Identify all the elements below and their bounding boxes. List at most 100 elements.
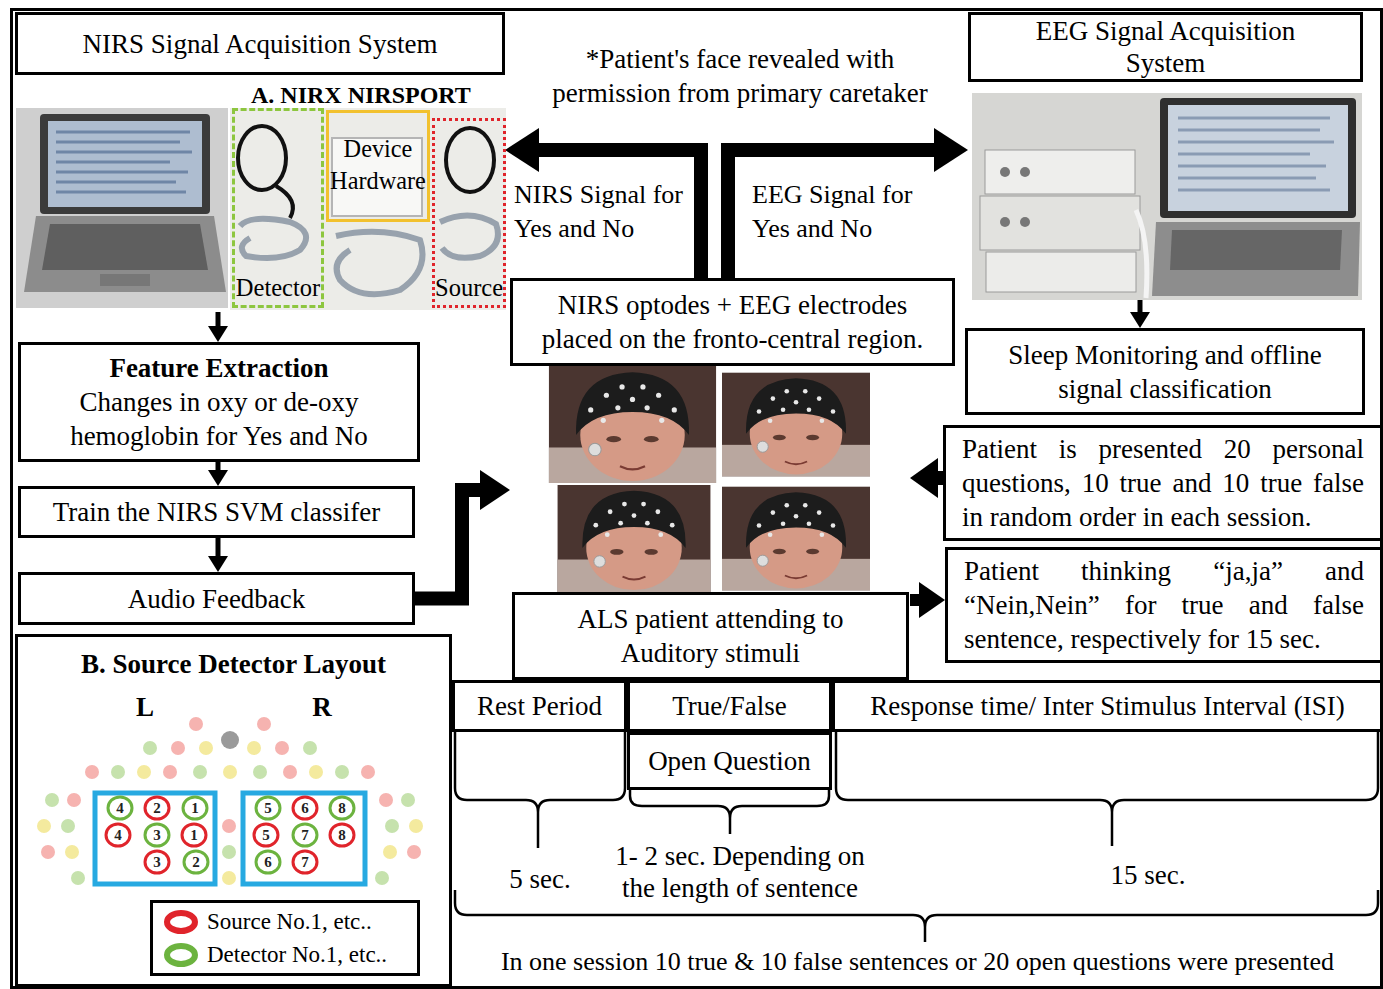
eeg-photo-part — [1152, 222, 1360, 296]
process-box: Audio Feedback — [18, 572, 415, 625]
scalp-positions-part — [37, 819, 51, 833]
edge-label: NIRS Signal for Yes and No — [514, 178, 686, 246]
channel-number: 8 — [331, 798, 353, 818]
box-text: Open Question — [636, 744, 823, 778]
process-box: ALS patient attending to Auditory stimul… — [512, 592, 909, 680]
channel-number: 8 — [331, 798, 353, 818]
channel-number: 5 — [255, 825, 277, 845]
process-box: NIRS optodes + EEG electrodes placed on … — [510, 278, 955, 366]
session-note: In one session 10 true & 10 false senten… — [455, 946, 1380, 978]
channel-frames-part — [243, 793, 365, 884]
permission-note: *Patient's face revealed with permission… — [530, 42, 950, 110]
timeline-braces-part — [630, 790, 829, 834]
node-text: Device Hardware — [329, 133, 427, 197]
scalp-positions-part — [335, 765, 349, 779]
device-photo-part — [238, 126, 286, 190]
device-photo-part — [446, 128, 494, 192]
optode-rings-part — [106, 824, 130, 846]
legend-ring — [167, 913, 195, 931]
scalp-positions-part — [375, 871, 389, 885]
duration-label: 1- 2 sec. Depending on the length of sen… — [605, 840, 875, 904]
device-photo — [230, 108, 506, 310]
arrow-head — [1130, 312, 1150, 328]
legend-text: Source No.1, etc.. — [207, 908, 372, 936]
eeg-photo-part — [1160, 98, 1356, 218]
arrow-head — [910, 458, 938, 498]
box-text: Rest Period — [461, 689, 618, 723]
panel-title: B. Source Detector Layout — [18, 647, 449, 681]
timeline-braces-part — [455, 732, 625, 848]
legend-text: Detector No.1, etc.. — [207, 941, 387, 969]
arrow-head — [505, 128, 539, 172]
patient-photos-part — [722, 487, 870, 591]
optode-rings-part — [145, 824, 169, 846]
scalp-positions-part — [171, 741, 185, 755]
channel-number: 6 — [257, 852, 279, 872]
channel-number: 7 — [294, 852, 316, 872]
detector-box: Detector — [232, 108, 324, 308]
eeg-photo-part — [1136, 210, 1147, 298]
scalp-positions-part — [223, 765, 237, 779]
process-box: Train the NIRS SVM classifer — [18, 486, 415, 538]
legend-ring — [167, 946, 195, 964]
box-text: Sleep Monitoring and offline signal clas… — [982, 338, 1348, 406]
patient-photos-part — [558, 485, 711, 592]
laptop-photo-part — [24, 216, 226, 292]
box-text: True/False — [636, 689, 823, 723]
arrow-shaft — [216, 538, 221, 558]
channel-number: 3 — [146, 852, 168, 872]
eeg-photo-part — [986, 252, 1136, 292]
process-box: Feature ExtractionChanges in oxy or de-o… — [18, 342, 420, 462]
arrow-head — [919, 582, 945, 618]
device-caption: A. NIRX NIRSPORT — [251, 78, 503, 112]
panel-title: EEG Signal Acquisition System — [968, 12, 1363, 82]
scalp-positions-part — [222, 845, 236, 859]
node-text: B. Source Detector Layout — [18, 647, 449, 681]
node-text: Detector — [235, 271, 321, 305]
node-text: NIRS optodes + EEG electrodes placed on … — [525, 288, 940, 356]
channel-number: 1 — [184, 798, 206, 818]
channel-number: 5 — [257, 798, 279, 818]
scalp-positions-part — [67, 793, 81, 807]
channel-number: 4 — [107, 825, 129, 845]
box-text: Patient thinking “ja,ja” and “Nein,Nein”… — [964, 554, 1364, 656]
box-text: Audio Feedback — [31, 582, 402, 616]
device-photo-part — [440, 215, 498, 257]
legend-row: Source No.1, etc.. — [161, 905, 409, 938]
session-note: In one session 10 true & 10 false senten… — [455, 946, 1380, 978]
edge-label: NIRS Signal for Yes and No — [514, 178, 686, 246]
scalp-positions-part — [283, 765, 297, 779]
channel-number: 8 — [331, 825, 353, 845]
legend-swatch — [161, 909, 201, 935]
channel-number: 7 — [294, 825, 316, 845]
process-box: Sleep Monitoring and offline signal clas… — [965, 328, 1365, 415]
scalp-positions-part — [193, 765, 207, 779]
eeg-photo-part — [985, 150, 1135, 194]
optode-rings — [106, 797, 354, 873]
channel-number: 2 — [185, 852, 207, 872]
signal-arrow — [728, 128, 968, 278]
optode-rings-part — [330, 797, 354, 819]
part-label: Source — [435, 271, 503, 305]
scalp-positions-part — [137, 765, 151, 779]
eeg-photo-part — [1168, 105, 1348, 211]
scalp-positions-part — [222, 819, 236, 833]
duration-label: 1- 2 sec. Depending on the length of sen… — [605, 840, 875, 904]
box-text: Response time/ Inter Stimulus Interval (… — [843, 689, 1372, 723]
laptop-photo-part — [48, 121, 202, 207]
eeg-photo-part — [972, 93, 1362, 300]
timeline-cell: True/False — [627, 680, 832, 732]
node-text: EEG Signal Acquisition System — [995, 15, 1336, 79]
node-text: ALS patient attending to Auditory stimul… — [535, 602, 886, 670]
edge-label: EEG Signal for Yes and No — [752, 178, 942, 246]
eeg-photo-part — [1170, 230, 1342, 270]
scalp-positions-part — [222, 871, 236, 885]
signal-arrow — [910, 458, 943, 498]
channel-number: 6 — [294, 798, 316, 818]
patient-photos — [549, 366, 870, 592]
optode-rings-part — [108, 797, 132, 819]
scalp-positions-part — [71, 871, 85, 885]
timeline-braces-part — [455, 890, 1378, 942]
laptop-photo — [16, 108, 228, 308]
timeline-cell: Response time/ Inter Stimulus Interval (… — [832, 680, 1383, 732]
